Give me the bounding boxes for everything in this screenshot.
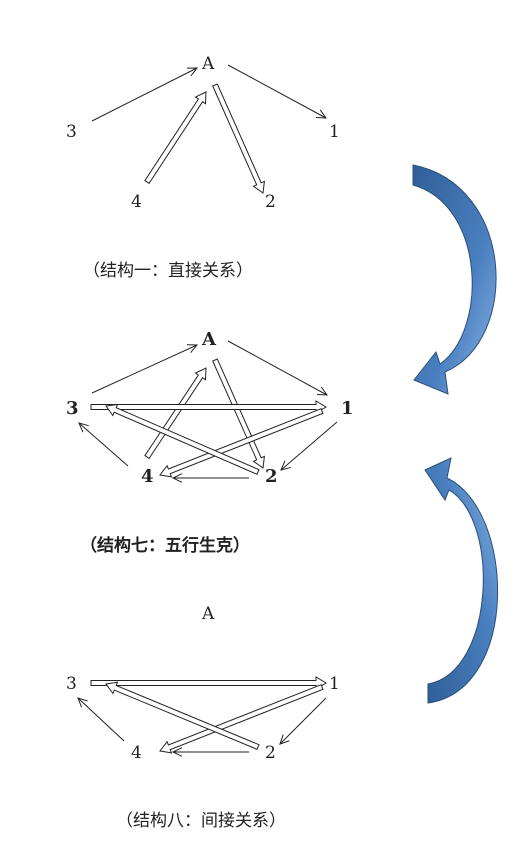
curved-arrow-up (424, 457, 499, 704)
s1-caption: （结构一：直接关系） (83, 261, 253, 281)
s7-edge-4-to-3 (78, 422, 129, 467)
s7-edge-3-to-a (91, 344, 199, 394)
s7-node-3: 3 (66, 398, 79, 419)
s7-edge-4-to-a (144, 367, 207, 460)
s7-edge-2-to-4 (171, 473, 249, 483)
s8-edge-3-to-1 (90, 676, 327, 690)
s7-edge-2-to-3 (105, 403, 260, 475)
structure-1: A 1 2 3 4 （结构一：直接关系） (66, 54, 340, 281)
s7-edge-a-to-1 (227, 340, 329, 396)
s7-node-2: 2 (265, 466, 278, 487)
s1-node-1: 1 (329, 122, 340, 142)
s1-node-4: 4 (131, 192, 142, 212)
s8-edge-1-to-2 (279, 697, 327, 745)
s1-edge-4-to-a (144, 91, 207, 185)
s8-edges (77, 676, 327, 757)
s7-edge-1-to-2 (280, 421, 338, 471)
s7-edge-3-to-1 (90, 400, 327, 414)
s1-edge-a-to-2 (212, 83, 266, 194)
s1-edge-a-to-1 (227, 64, 328, 119)
s7-node-1: 1 (341, 398, 354, 419)
s8-node-1: 1 (329, 674, 340, 694)
structure-7: A 1 2 3 4 （结构七：五行生克） (66, 329, 354, 556)
s7-node-a: A (201, 329, 217, 350)
s8-edge-2-to-4 (171, 747, 249, 757)
s8-edge-2-to-3 (105, 681, 260, 750)
s7-edges (78, 340, 338, 483)
s7-caption: （结构七：五行生克） (80, 535, 250, 556)
s8-caption: （结构八：间接关系） (116, 811, 286, 831)
s7-node-4: 4 (141, 466, 154, 487)
structure-8: A 1 2 3 4 （结构八：间接关系） (66, 604, 340, 831)
s1-edge-3-to-a (91, 67, 199, 122)
s8-edge-1-to-4 (159, 684, 324, 754)
s1-node-3: 3 (66, 122, 77, 142)
s7-edge-1-to-4 (159, 408, 324, 478)
s8-node-2: 2 (265, 743, 276, 763)
curved-arrow-down (412, 164, 497, 395)
s8-node-a: A (201, 604, 215, 624)
s1-node-2: 2 (265, 192, 276, 212)
s8-edge-4-to-3 (77, 697, 125, 742)
s8-node-3: 3 (66, 674, 77, 694)
s1-edges (91, 64, 328, 194)
s8-node-4: 4 (131, 743, 142, 763)
s1-node-a: A (201, 54, 215, 74)
